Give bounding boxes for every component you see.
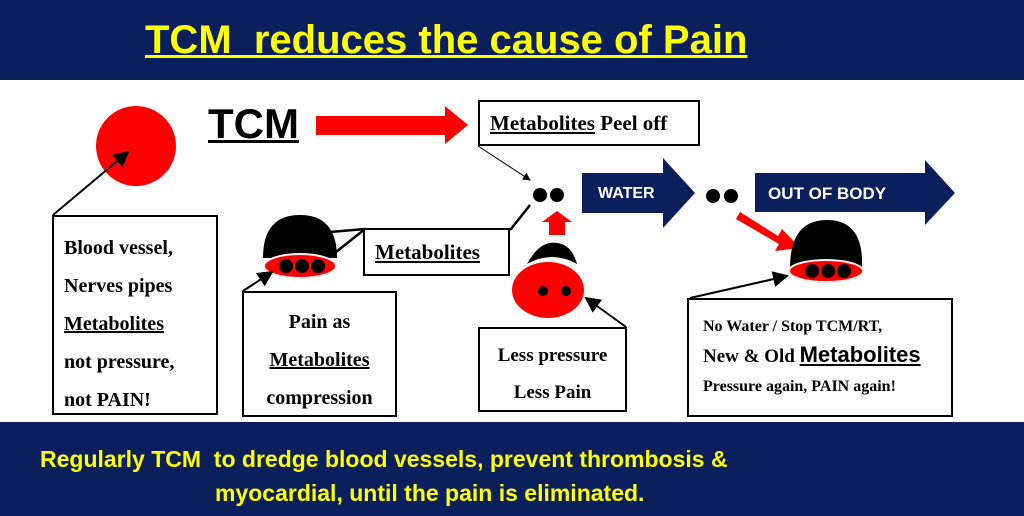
blood-vessel-circle — [96, 106, 176, 186]
metabolite-dot — [538, 286, 548, 296]
again-box: No Water / Stop TCM/RT, New & Old Metabo… — [687, 298, 953, 417]
metabolites-pointer — [329, 227, 366, 234]
metabolite-dot — [295, 259, 309, 273]
metabolite-dot — [561, 286, 571, 296]
box-line: Blood vessel, — [64, 237, 173, 259]
peel-off-underlined: Metabolites — [490, 111, 595, 135]
metabolites-pointer — [509, 204, 531, 231]
out-of-body-label: OUT OF BODY — [768, 184, 887, 203]
box-line: Pain as — [288, 311, 351, 333]
blood-vessel-box: Blood vessel, Nerves pipes Metabolites n… — [52, 215, 218, 415]
reduced-ellipse — [512, 262, 584, 318]
peel-off-pointer — [477, 145, 531, 181]
metabolite-dot — [279, 259, 293, 273]
less-pointer — [584, 296, 627, 328]
metabolites-pointer — [335, 228, 366, 253]
metabolite-dot — [805, 264, 819, 278]
again-pointer — [689, 271, 789, 299]
footer-band — [0, 422, 1024, 516]
page-title: TCM reduces the cause of Pain — [145, 18, 748, 62]
pain-dome — [263, 215, 337, 258]
less-pressure-box: Less pressure Less Pain — [478, 327, 627, 412]
metabolite-dot — [837, 264, 851, 278]
again-dome — [790, 220, 863, 268]
tcm-red-arrow — [316, 106, 468, 144]
water-arrow — [582, 158, 695, 228]
metabolites-text: Metabolites — [375, 240, 480, 264]
metabolite-dot — [550, 188, 564, 202]
box-line: Metabolites — [269, 349, 370, 371]
metabolite-dot — [821, 264, 835, 278]
pain-pointer — [242, 270, 274, 292]
peel-off-rest: Peel off — [594, 111, 668, 135]
metabolite-dot — [533, 188, 547, 202]
water-label: WATER — [598, 185, 655, 202]
box-line: Metabolites — [64, 313, 164, 335]
header-band — [0, 0, 1024, 80]
footer-line-1: Regularly TCM to dredge blood vessels, p… — [40, 446, 728, 472]
up-red-arrow — [542, 211, 572, 235]
pain-box: Pain as Metabolites compression — [242, 291, 397, 417]
box-line: not PAIN! — [64, 389, 151, 411]
box-line: compression — [266, 387, 373, 409]
metabolite-dot — [724, 189, 738, 203]
metabolites-box: Metabolites — [363, 228, 510, 276]
box-line: Nerves pipes — [64, 275, 173, 297]
box-line: Less Pain — [513, 382, 592, 403]
box-line: not pressure, — [64, 351, 175, 373]
box-line: New & Old — [703, 346, 800, 367]
footer-line-2: myocardial, until the pain is eliminated… — [215, 480, 645, 506]
out-of-body-arrow — [755, 160, 955, 225]
box-line: No Water / Stop TCM/RT, — [703, 318, 883, 335]
down-red-arrow — [736, 212, 800, 251]
tcm-label: TCM — [208, 100, 299, 147]
box-line-underlined: Metabolites — [799, 342, 921, 367]
blood-pointer — [52, 150, 130, 216]
metabolite-dot — [311, 259, 325, 273]
metabolite-dot — [706, 189, 720, 203]
box-line: Pressure again, PAIN again! — [703, 378, 896, 395]
box-line: Less pressure — [497, 345, 608, 366]
reduced-dome — [527, 242, 577, 264]
peel-off-box: Metabolites Peel off — [478, 100, 700, 146]
